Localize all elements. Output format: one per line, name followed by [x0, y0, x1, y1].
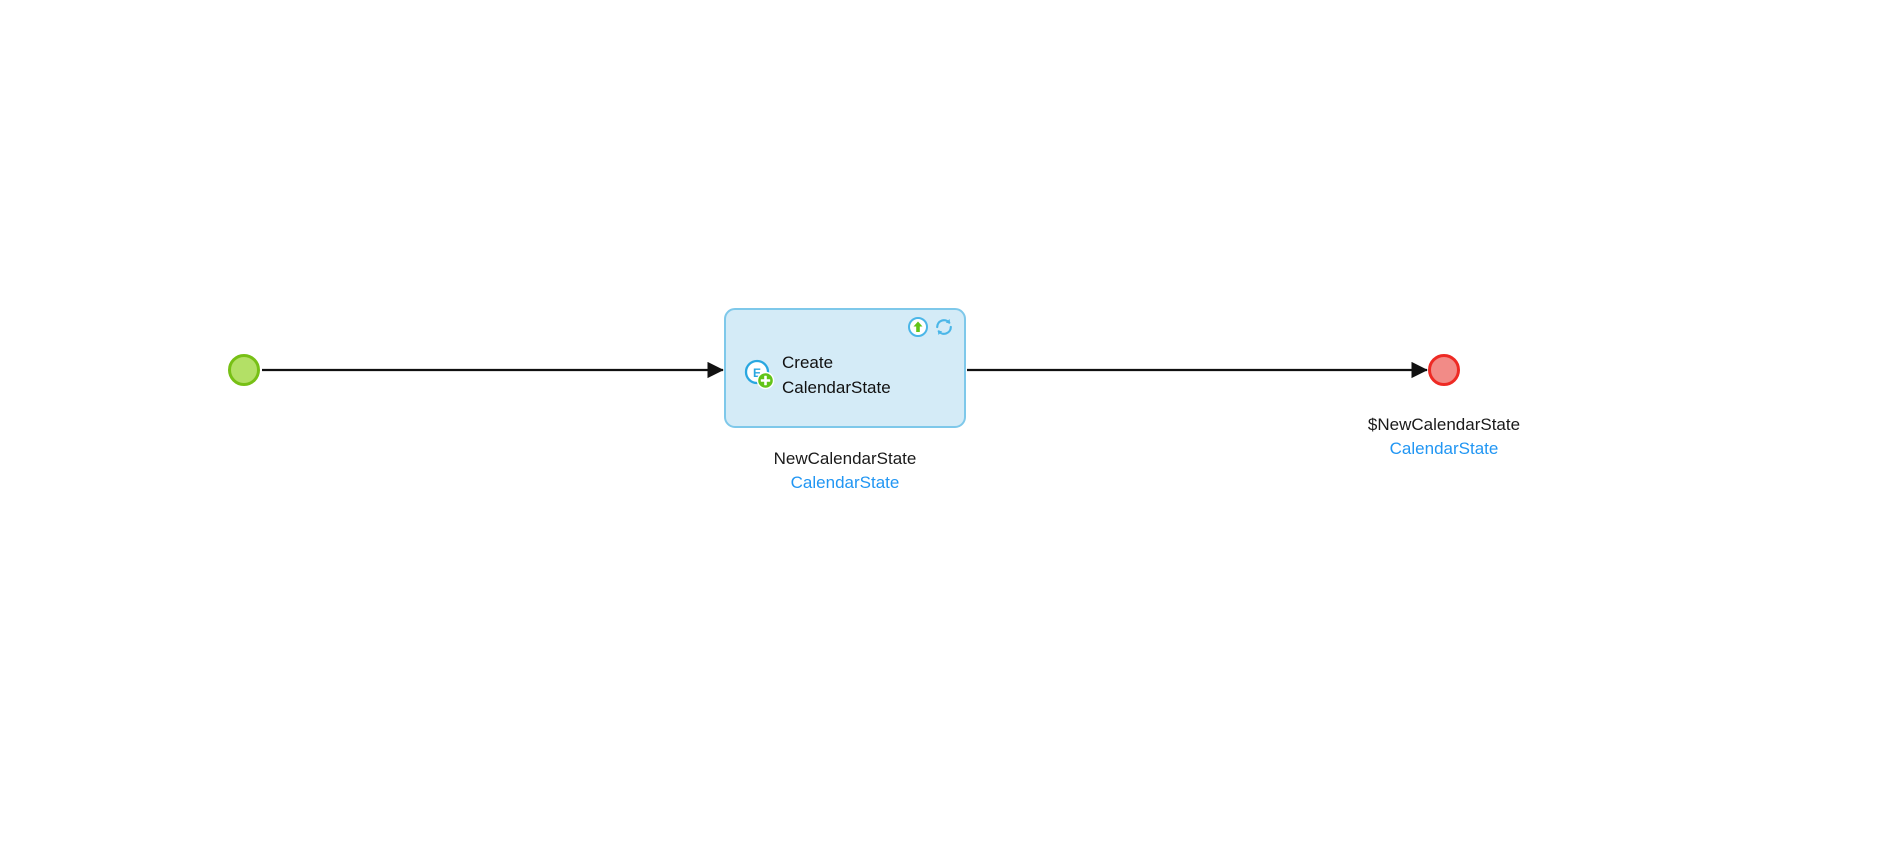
create-object-icon: E	[743, 358, 775, 390]
refresh-icon	[933, 316, 955, 338]
end-caption-entity: CalendarState	[1389, 439, 1499, 458]
end-caption-variable: $NewCalendarState	[1367, 415, 1521, 434]
activity-create-calendarstate[interactable]: E Create Calend	[724, 308, 966, 428]
activity-badges	[907, 316, 955, 338]
activity-caption-entity: CalendarState	[790, 473, 900, 492]
end-event[interactable]	[1428, 354, 1460, 386]
start-event[interactable]	[228, 354, 260, 386]
svg-text:E: E	[753, 366, 761, 380]
activity-caption: NewCalendarState CalendarState	[774, 447, 917, 495]
commit-icon	[907, 316, 929, 338]
end-event-caption: $NewCalendarState CalendarState	[1368, 413, 1520, 461]
activity-caption-variable: NewCalendarState	[773, 449, 917, 468]
activity-label: Create CalendarState	[782, 353, 891, 397]
